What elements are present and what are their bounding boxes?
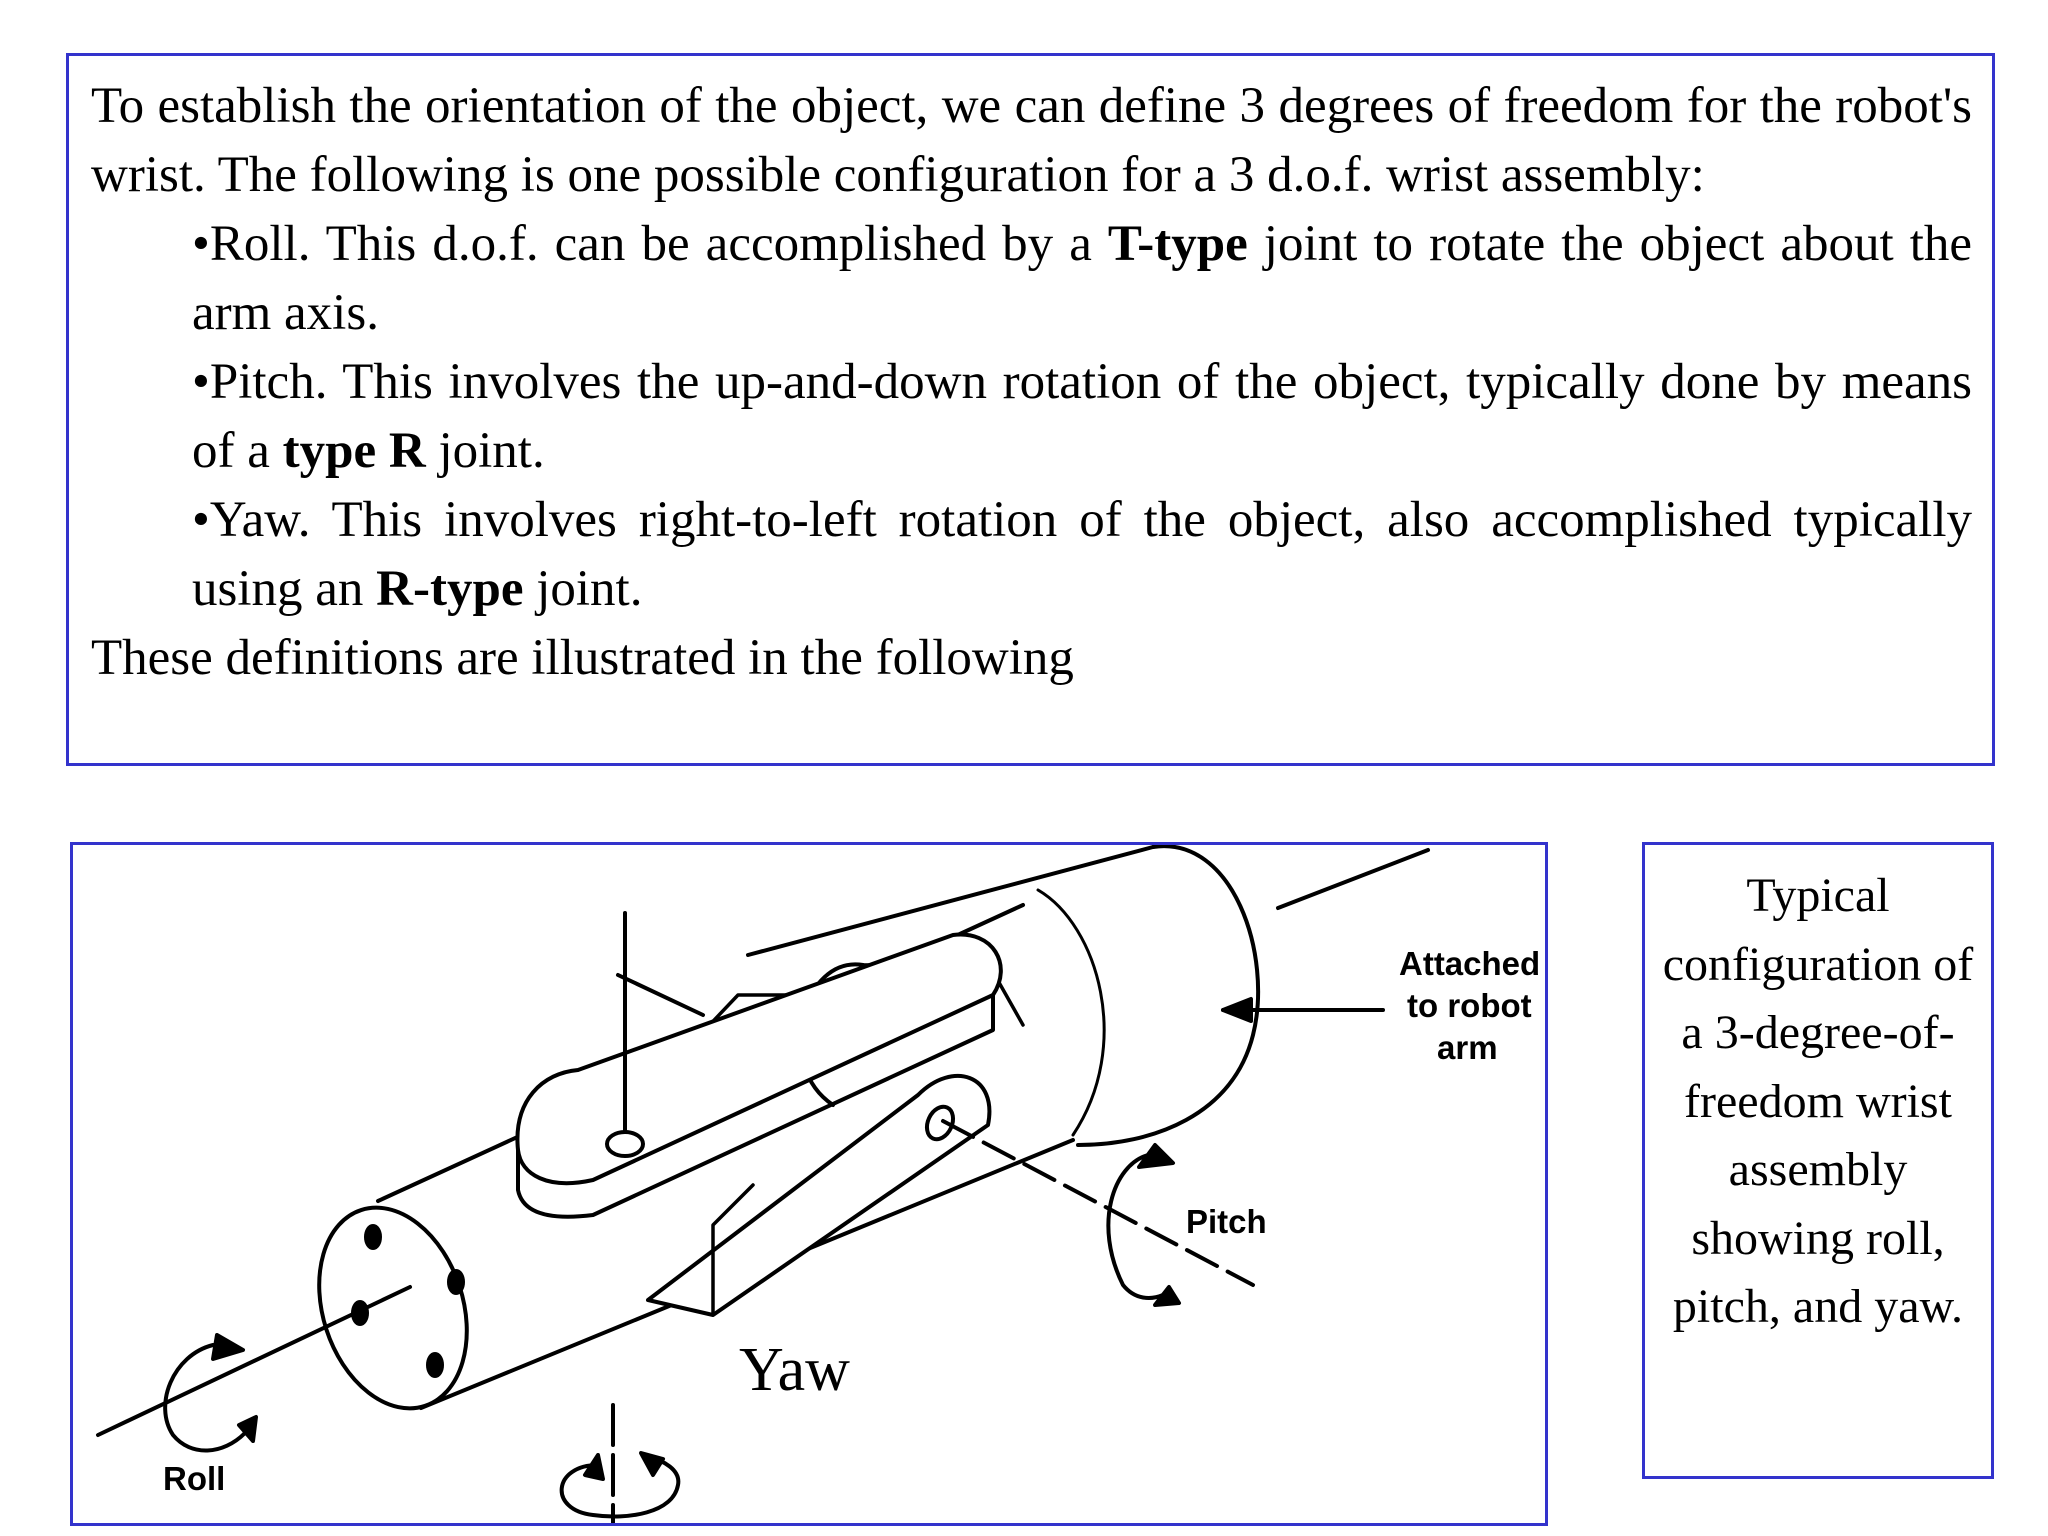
bolt-hole: [364, 1224, 382, 1250]
pitch-pin: [924, 1104, 956, 1142]
roll-arrow-head: [237, 1415, 258, 1443]
second-link: [646, 1073, 992, 1317]
caption-text: Typical configuration of a 3-degree-of-f…: [1662, 869, 1974, 1333]
description-box: To establish the orientation of the obje…: [66, 53, 1995, 766]
yaw-rotation-arrow: [559, 1455, 681, 1519]
bolt-hole: [351, 1300, 369, 1326]
yaw-arrow-head: [639, 1451, 665, 1477]
link-plate: [515, 932, 1003, 1186]
roll-arrow-head: [211, 1333, 245, 1361]
bolt-hole: [447, 1269, 465, 1295]
pitch-reference-line: [616, 973, 705, 1017]
wrist-diagram: Attached to robot arm Pitch Roll Yaw: [70, 842, 1548, 1526]
pitch-rotation-arrow: [1106, 1153, 1165, 1300]
caption-box: Typical configuration of a 3-degree-of-f…: [1642, 842, 1994, 1479]
pitch-bullet: •Pitch. This involves the up-and-down ro…: [192, 354, 1972, 479]
rear-cylinder-top-edge: [746, 845, 1155, 957]
rear-cylinder-ring: [1036, 888, 1106, 1137]
label-roll: Roll: [163, 1460, 225, 1497]
second-link-slot: [711, 1183, 755, 1317]
attached-arrow-head: [1221, 997, 1253, 1023]
label-attached-line2: to robot: [1407, 987, 1532, 1024]
rear-cylinder-end: [1076, 845, 1261, 1147]
link-plate-thickness: [516, 993, 995, 1219]
intro-paragraph: To establish the orientation of the obje…: [91, 78, 1972, 203]
wrist-drawing: Attached to robot arm Pitch Roll Yaw: [96, 845, 1540, 1523]
label-yaw: Yaw: [739, 1336, 850, 1404]
yaw-arrow-head: [583, 1453, 605, 1481]
label-pitch: Pitch: [1186, 1203, 1267, 1240]
pitch-arrow-head: [1137, 1143, 1175, 1169]
pitch-axis: [941, 1119, 1255, 1287]
pitch-arrow-head: [1153, 1285, 1181, 1307]
bolt-hole: [426, 1352, 444, 1378]
roll-rotation-arrow: [163, 1343, 247, 1453]
closing-sentence: These definitions are illustrated in the…: [91, 630, 1074, 686]
yaw-bullet: •Yaw. This involves right-to-left rotati…: [192, 492, 1972, 617]
arm-axis-line: [1276, 848, 1430, 910]
label-attached-line1: Attached: [1399, 945, 1540, 982]
roll-bullet: •Roll. This d.o.f. can be accomplished b…: [192, 216, 1972, 341]
yaw-pin: [605, 1130, 645, 1158]
label-attached-line3: arm: [1437, 1029, 1498, 1066]
